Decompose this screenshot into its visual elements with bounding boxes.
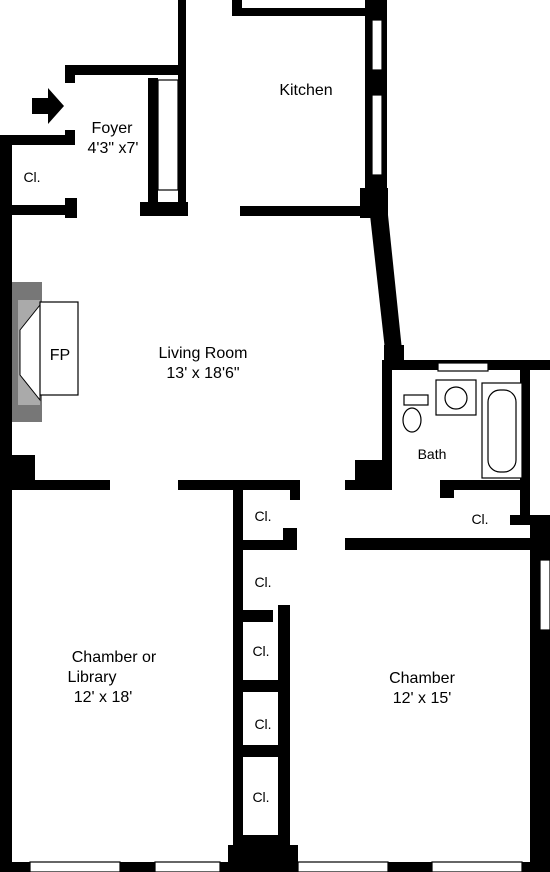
closet-label-5: Cl. xyxy=(252,789,269,805)
entry-arrow-icon xyxy=(32,88,64,124)
foyer-label: Foyer xyxy=(92,120,134,137)
chamber-label: Chamber xyxy=(389,670,455,687)
windows xyxy=(29,19,550,872)
bath-fixtures xyxy=(402,379,523,479)
bath-label: Bath xyxy=(418,446,447,462)
kitchen-label: Kitchen xyxy=(279,82,332,99)
fireplace xyxy=(12,282,79,422)
chamber-size: 12' x 15' xyxy=(393,690,452,707)
chamber-library-label-line2: Library xyxy=(68,669,117,686)
closet-label-2: Cl. xyxy=(254,574,271,590)
living-room-size: 13' x 18'6" xyxy=(166,365,239,382)
closet-label-4: Cl. xyxy=(254,716,271,732)
closet-label-3: Cl. xyxy=(252,643,269,659)
fireplace-label: FP xyxy=(50,347,70,364)
chamber-library-size: 12' x 18' xyxy=(74,689,133,706)
chamber-library-label-line1: Chamber or xyxy=(72,649,157,666)
living-room-label: Living Room xyxy=(159,345,248,362)
closet-label-hall: Cl. xyxy=(471,511,488,527)
closet-label-foyer: Cl. xyxy=(23,169,40,185)
closet-label-1: Cl. xyxy=(254,508,271,524)
foyer-size: 4'3" x7' xyxy=(88,140,139,157)
